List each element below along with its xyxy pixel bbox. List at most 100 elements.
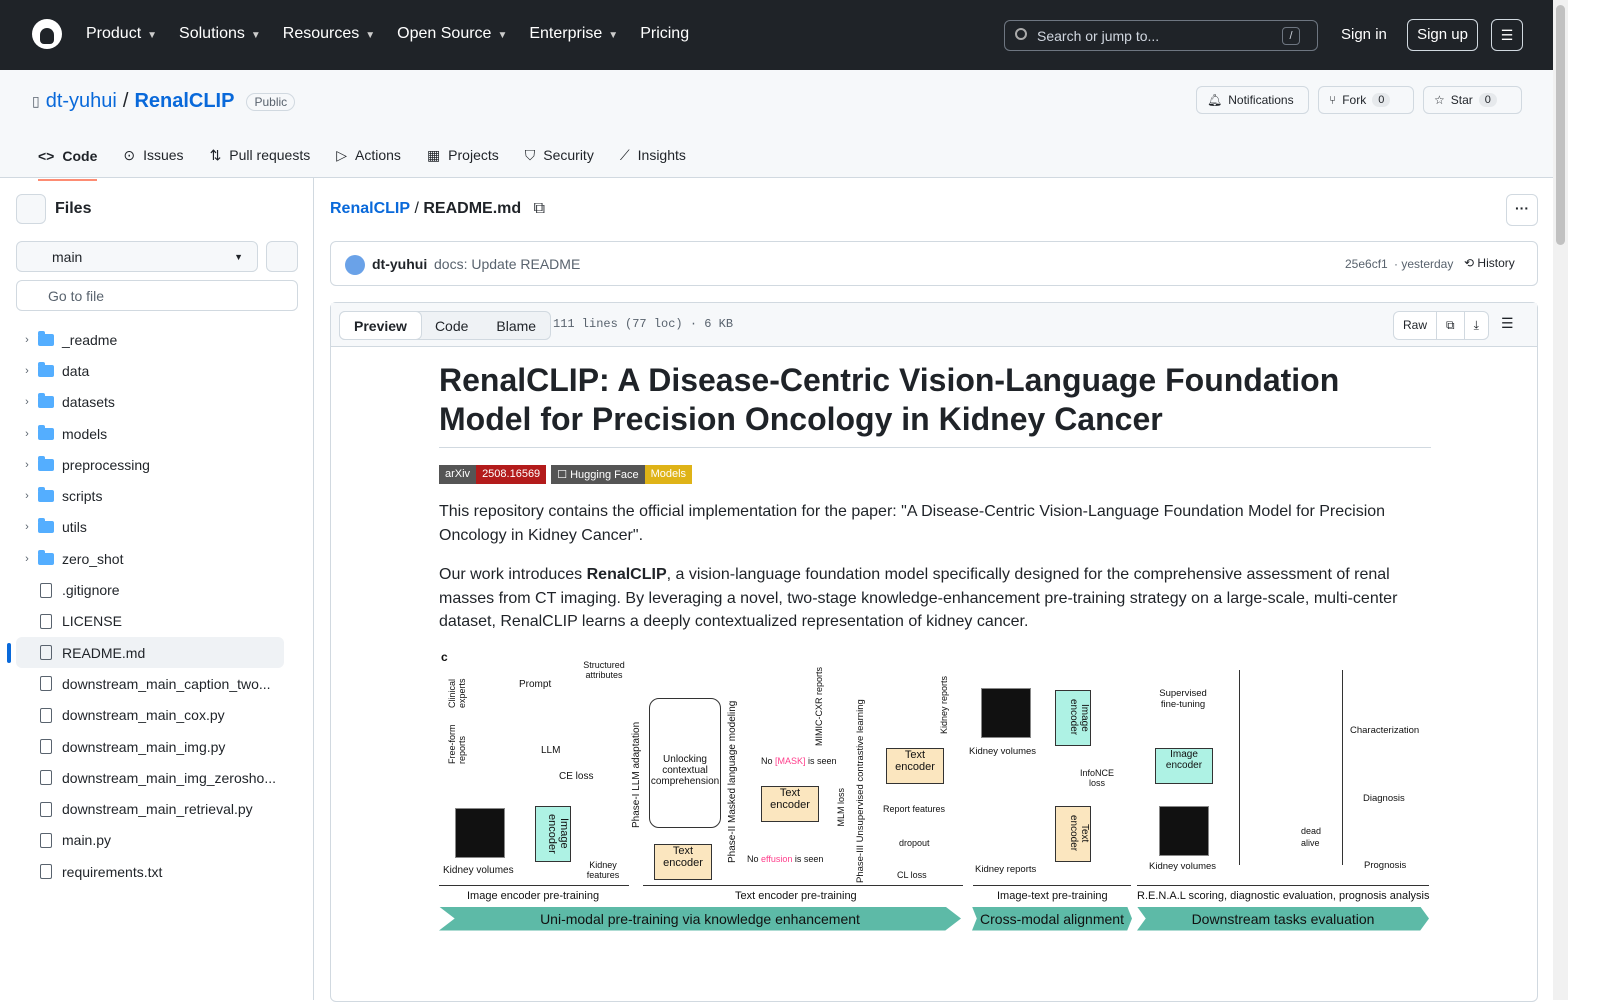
nav-product[interactable]: Product▼ <box>86 25 158 42</box>
avatar[interactable] <box>345 255 365 275</box>
chevron-right-icon[interactable]: › <box>25 521 29 534</box>
tab-security[interactable]: ⛉Security <box>525 145 594 165</box>
tree-file[interactable]: downstream_main_retrieval.py <box>16 793 284 824</box>
tree-file[interactable]: requirements.txt <box>16 856 284 887</box>
code-view-tab[interactable]: Code <box>434 318 469 334</box>
tree-file[interactable]: main.py <box>16 825 284 856</box>
fork-icon: ⑂ <box>1329 93 1337 107</box>
branch-name: main <box>52 249 83 265</box>
search-files-button[interactable] <box>266 241 298 272</box>
copy-icon[interactable]: ⧉ <box>1437 312 1465 339</box>
outline-icon[interactable]: ☰ <box>1501 315 1514 331</box>
more-options-button[interactable]: ··· <box>1506 194 1538 226</box>
repo-name-link[interactable]: RenalCLIP <box>134 90 235 112</box>
github-logo-icon[interactable] <box>32 19 62 49</box>
tab-pull-requests[interactable]: ⇅Pull requests <box>210 145 311 165</box>
commit-author[interactable]: dt-yuhui <box>372 256 428 272</box>
tree-file[interactable]: README.md <box>7 636 284 669</box>
chevron-right-icon[interactable]: › <box>25 333 29 346</box>
fig-label: Phase-II Masked language modeling <box>727 700 738 863</box>
unmasked-sentence: No effusion is seen <box>747 854 823 864</box>
file-name: downstream_main_img_zerosho... <box>62 769 276 786</box>
file-name: downstream_main_img.py <box>62 738 226 755</box>
fig-label: Prompt <box>519 678 552 690</box>
image-encoder-shape: Image encoder <box>1055 689 1091 746</box>
breadcrumb-repo-link[interactable]: RenalCLIP <box>330 200 411 217</box>
tab-label: Code <box>62 148 98 164</box>
chevron-right-icon[interactable]: › <box>25 396 29 409</box>
notifications-button[interactable]: 🔔︎Notifications <box>1196 86 1309 114</box>
tree-folder[interactable]: ›models <box>16 418 284 449</box>
history-button[interactable]: ⟲ History <box>1464 256 1515 270</box>
tab-issues[interactable]: ⊙Issues <box>123 145 183 165</box>
star-label: Star <box>1450 93 1473 107</box>
tab-actions[interactable]: ▷Actions <box>336 145 401 165</box>
nav-enterprise[interactable]: Enterprise▼ <box>529 25 619 42</box>
commit-sha[interactable]: 25e6cf1 <box>1345 257 1388 271</box>
go-to-file-input[interactable]: Go to file <box>16 280 298 311</box>
page-scrollbar[interactable] <box>1553 0 1568 1000</box>
sign-in-link[interactable]: Sign in <box>1341 26 1387 43</box>
tab-insights[interactable]: ⟋Insights <box>620 145 686 165</box>
text-encoder-shape: Text encoder <box>654 843 712 880</box>
ct-scan-image <box>455 807 505 858</box>
nav-resources[interactable]: Resources▼ <box>282 25 376 42</box>
chevron-right-icon[interactable]: › <box>25 490 29 503</box>
chevron-right-icon[interactable]: › <box>25 427 29 440</box>
issue-icon: ⊙ <box>123 146 136 163</box>
tree-folder[interactable]: ›scripts <box>16 480 284 511</box>
folder-name: utils <box>62 519 87 536</box>
nav-solutions[interactable]: Solutions▼ <box>179 25 261 42</box>
file-name: LICENSE <box>62 613 122 630</box>
tree-folder[interactable]: ›preprocessing <box>16 449 284 480</box>
tree-file[interactable]: downstream_main_caption_two... <box>16 668 284 699</box>
sidebar-collapse-icon[interactable] <box>16 194 46 224</box>
repo-owner-link[interactable]: dt-yuhui <box>45 90 117 112</box>
preview-tab[interactable]: Preview <box>339 311 422 340</box>
download-icon[interactable]: ⤓ <box>1473 318 1479 332</box>
repo-tabs: <> Code ⊙Issues ⇅Pull requests ▷Actions ▦… <box>38 145 712 181</box>
scrollbar-thumb[interactable] <box>1556 5 1565 245</box>
tab-label: Insights <box>637 147 686 163</box>
tab-code[interactable]: <> Code <box>38 146 98 181</box>
file-tree: › _readme ›data›datasets›models›preprocess… <box>7 324 284 887</box>
nav-pricing[interactable]: Pricing <box>640 25 690 42</box>
raw-button[interactable]: Raw <box>1394 312 1438 339</box>
code-icon: <> <box>38 148 55 164</box>
copy-path-icon[interactable]: ⧉ <box>533 200 546 217</box>
file-toolbar: Preview Code Blame 111 lines (77 loc) · … <box>331 303 1537 347</box>
commit-message[interactable]: docs: Update README <box>434 256 581 272</box>
tree-file[interactable]: .gitignore <box>16 574 284 605</box>
nav-open-source[interactable]: Open Source▼ <box>397 25 508 42</box>
text: is seen <box>792 853 824 864</box>
chevron-right-icon[interactable]: › <box>25 552 29 565</box>
menu-icon[interactable]: ☰ <box>1491 19 1523 51</box>
readme-content: RenalCLIP: A Disease-Centric Vision-Lang… <box>439 361 1431 938</box>
search-input[interactable]: Search or jump to.../ <box>1004 20 1318 51</box>
tree-file[interactable]: downstream_main_img.py <box>16 731 284 762</box>
blame-tab[interactable]: Blame <box>496 318 537 334</box>
sign-up-button[interactable]: Sign up <box>1407 19 1478 51</box>
view-mode-switch: Preview Code Blame <box>339 311 552 340</box>
tree-file[interactable]: downstream_main_img_zerosho... <box>16 762 284 793</box>
tree-folder[interactable]: ›zero_shot <box>16 543 284 574</box>
tab-projects[interactable]: ▦Projects <box>427 145 499 165</box>
tree-file[interactable]: LICENSE <box>16 606 284 637</box>
chevron-right-icon[interactable]: › <box>25 458 29 471</box>
chevron-right-icon[interactable]: › <box>25 364 29 377</box>
text: effusion <box>761 853 793 864</box>
tree-file[interactable]: downstream_main_cox.py <box>16 700 284 731</box>
tree-folder[interactable]: ›data <box>16 355 284 386</box>
fork-label: Fork <box>1342 93 1367 107</box>
folder-name: _readme <box>62 331 118 348</box>
tree-folder[interactable]: › _readme <box>16 324 284 355</box>
fig-label: MLM loss <box>836 787 846 827</box>
tree-folder[interactable]: › utils <box>16 512 284 543</box>
tree-folder[interactable]: ›datasets <box>16 387 284 418</box>
branch-selector[interactable]: main▼ <box>16 241 258 272</box>
fig-label: Kidney volumes <box>1149 860 1217 872</box>
